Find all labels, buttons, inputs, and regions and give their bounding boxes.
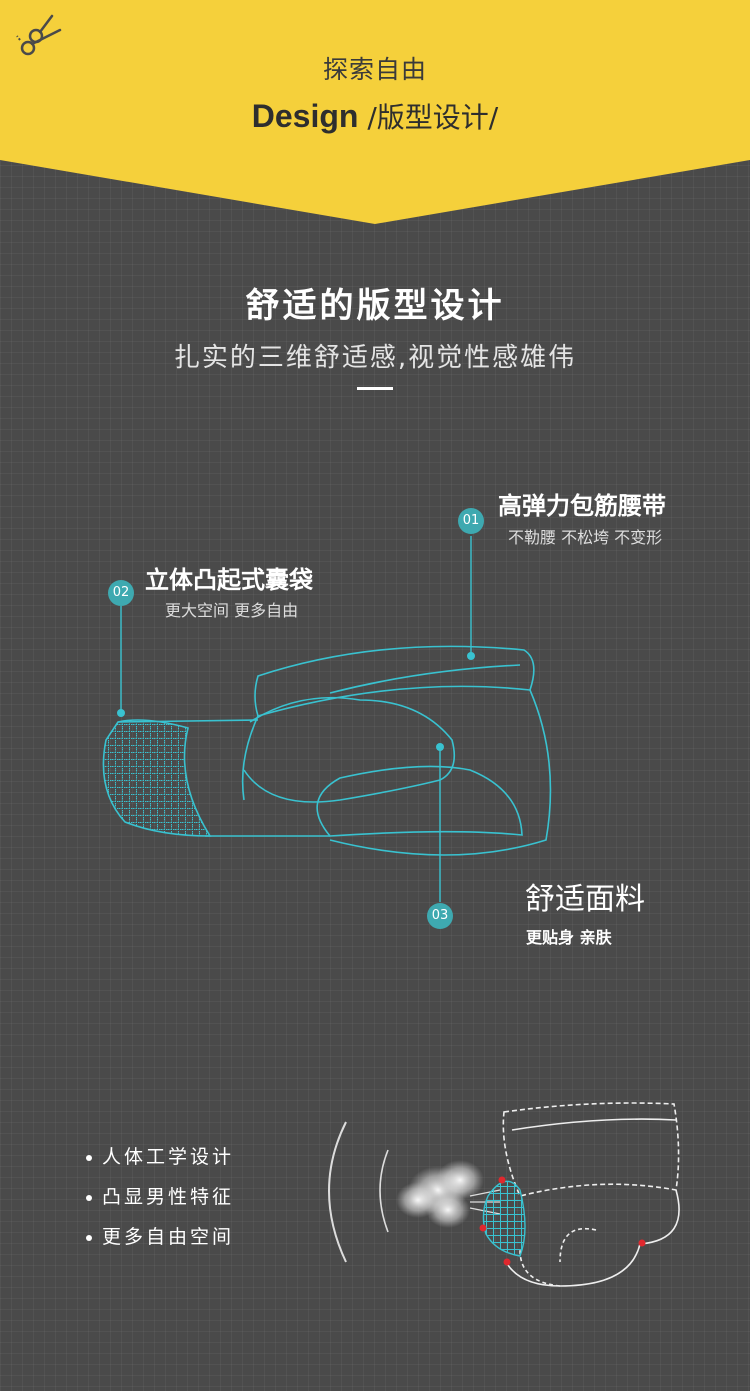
design-suffix: /版型设计/ <box>367 101 499 134</box>
breathable-pouch-drawing <box>328 1102 680 1287</box>
feature-title-02: 立体凸起式囊袋 <box>145 566 313 594</box>
bullet-dot-icon <box>86 1154 92 1161</box>
title-divider <box>357 387 393 390</box>
design-word: Design <box>251 98 359 134</box>
bullet-item: 凸显男性特征 <box>86 1182 234 1209</box>
section-headline: 舒适的版型设计 <box>245 286 505 326</box>
header-kicker: 探索自由 <box>322 55 427 84</box>
bullet-item: 人体工学设计 <box>86 1142 234 1169</box>
feature-title-01: 高弹力包筋腰带 <box>498 492 666 520</box>
bullet-dot-icon <box>86 1194 92 1201</box>
bullet-dot-icon <box>86 1234 92 1241</box>
header-design-title: Design /版型设计/ <box>0 96 750 136</box>
feature-title-03: 舒适面料 <box>525 882 645 917</box>
feature-subtitle-01: 不勒腰 不松垮 不变形 <box>508 528 663 547</box>
feature-badge-01: 01 <box>458 508 484 534</box>
briefs-line-drawing <box>102 536 552 902</box>
bullet-item: 更多自由空间 <box>86 1222 234 1249</box>
section-subline: 扎实的三维舒适感,视觉性感雄伟 <box>173 343 577 373</box>
scissors-icon <box>16 14 62 56</box>
feature-subtitle-02: 更大空间 更多自由 <box>165 601 299 620</box>
feature-subtitle-03: 更贴身 亲肤 <box>526 928 612 947</box>
header-banner <box>0 0 750 224</box>
feature-badge-02: 02 <box>108 580 134 606</box>
feature-badge-03: 03 <box>427 903 453 929</box>
